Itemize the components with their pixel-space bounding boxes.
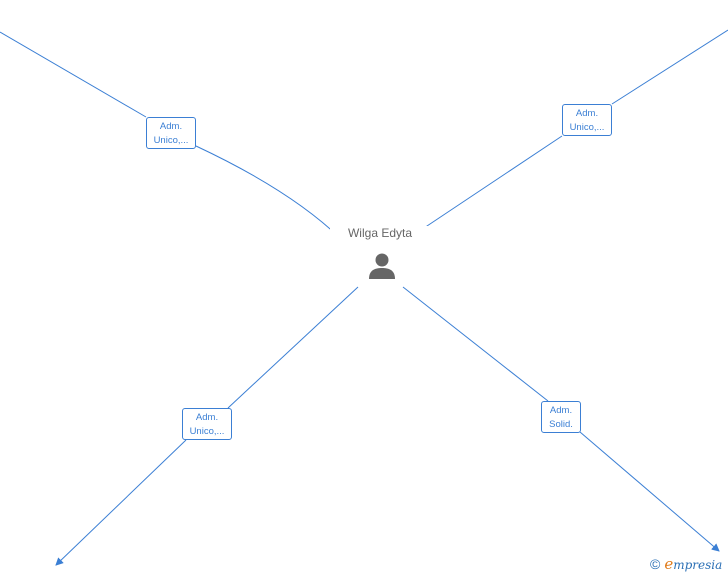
- relation-role-detail: Solid.: [549, 419, 573, 430]
- edge-bottom-right-lower: [579, 431, 720, 552]
- relation-role: Adm.: [575, 108, 599, 119]
- relation-label-top-left[interactable]: Adm. Unico,...: [146, 117, 196, 149]
- edge-bottom-left-upper: [227, 286, 359, 409]
- relation-role-detail: Unico,...: [189, 426, 225, 437]
- relation-role: Adm.: [549, 405, 573, 416]
- edge-top-right: [411, 29, 728, 237]
- relation-role-detail: Unico,...: [153, 135, 189, 146]
- edge-top-left: [0, 31, 341, 239]
- edge-bottom-left-lower: [55, 439, 187, 566]
- brand-name: mpresia: [673, 558, 723, 572]
- edge-bottom-right-upper: [402, 286, 549, 402]
- relation-label-bottom-left[interactable]: Adm. Unico,...: [182, 408, 232, 440]
- relation-role: Adm.: [195, 412, 219, 423]
- copyright-icon: ©: [650, 556, 661, 572]
- relation-label-bottom-right[interactable]: Adm. Solid.: [541, 401, 581, 433]
- relation-label-top-right[interactable]: Adm. Unico,...: [562, 104, 612, 136]
- relation-role-detail: Unico,...: [569, 122, 605, 133]
- brand-letter-e: e: [664, 555, 674, 573]
- empresia-logo: ©empresia: [650, 555, 722, 573]
- relation-role: Adm.: [159, 121, 183, 132]
- center-person-name[interactable]: Wilga Edyta: [330, 226, 430, 240]
- person-icon[interactable]: [366, 250, 398, 282]
